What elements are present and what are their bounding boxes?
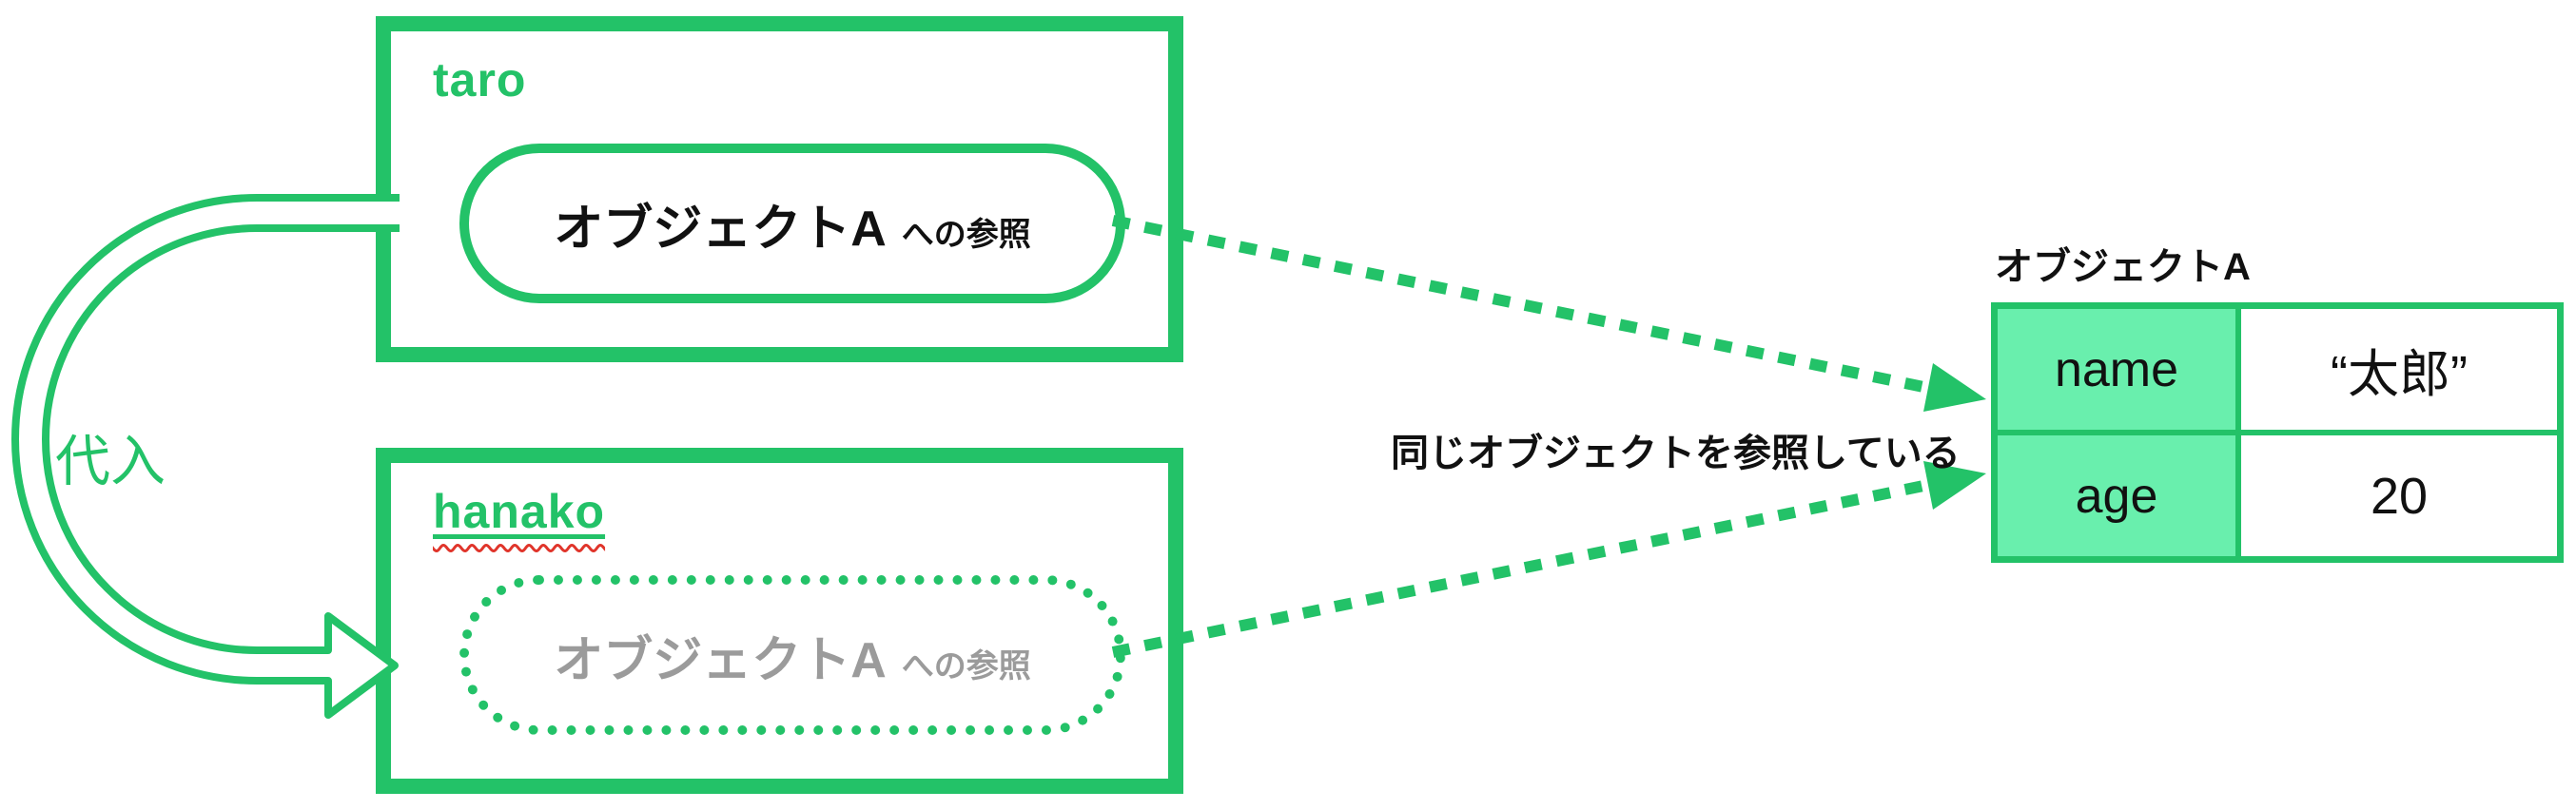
hanako-label-text: hanako [433, 485, 606, 538]
taro-reference-suffix: への参照 [901, 216, 1031, 253]
table-key-cell-name: name [1998, 309, 2241, 430]
table-value-cell-name: “太郎” [2241, 309, 2557, 430]
taro-reference-arrowhead [1923, 363, 1986, 412]
hanako-variable-box: hanako オブジェクトA への参照 [376, 448, 1183, 794]
hanako-reference-pill: オブジェクトA への参照 [459, 575, 1125, 735]
hanako-reference-suffix: への参照 [901, 647, 1031, 685]
table-row-name: name “太郎” [1998, 309, 2557, 430]
table-row-age: age 20 [1998, 430, 2557, 556]
taro-label-text: taro [433, 53, 527, 106]
taro-reference-object-name: オブジェクトA [554, 201, 887, 257]
table-value-cell-age: 20 [2241, 435, 2557, 556]
table-key-cell-age: age [1998, 435, 2241, 556]
taro-reference-arrow [1111, 215, 1986, 412]
object-table: name “太郎” age 20 [1991, 302, 2564, 563]
shared-reference-annotation: 同じオブジェクトを参照している [1391, 433, 1961, 474]
taro-variable-box: taro オブジェクトA への参照 [376, 16, 1183, 362]
taro-reference-text: オブジェクトA への参照 [554, 188, 1031, 260]
taro-reference-pill: オブジェクトA への参照 [459, 144, 1125, 303]
hanako-reference-arrow [1111, 461, 1986, 658]
hanako-reference-text: オブジェクトA への参照 [554, 620, 1031, 691]
object-table-title: オブジェクトA [1995, 246, 2251, 288]
assignment-label: 代入 [55, 431, 166, 492]
hanako-label: hanako [433, 484, 605, 539]
hanako-reference-object-name: オブジェクトA [554, 632, 887, 688]
taro-label: taro [433, 52, 526, 107]
